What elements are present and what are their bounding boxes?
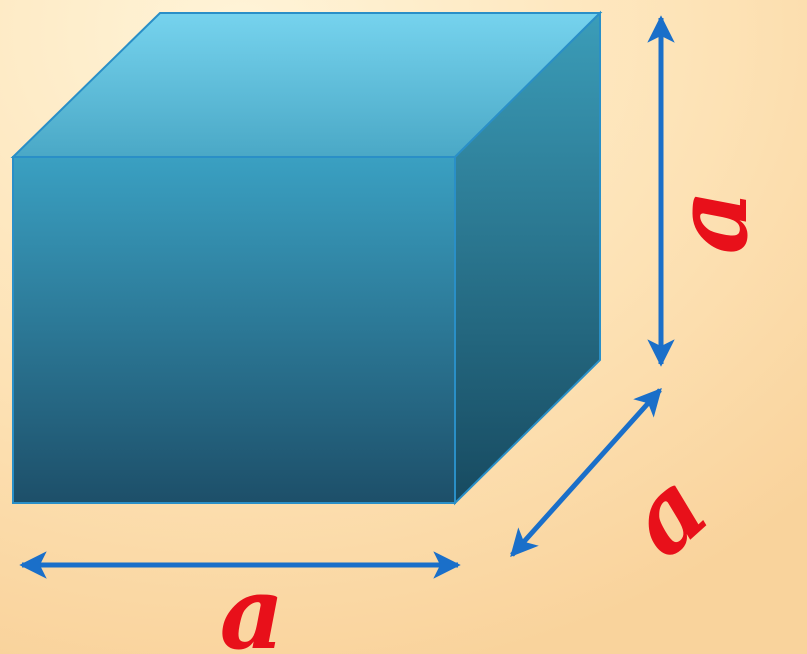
height-label: a — [652, 190, 770, 255]
cube-front-face — [12, 156, 456, 504]
cube — [10, 10, 603, 506]
depth-arrow — [510, 387, 662, 558]
width-label: a — [220, 554, 285, 654]
